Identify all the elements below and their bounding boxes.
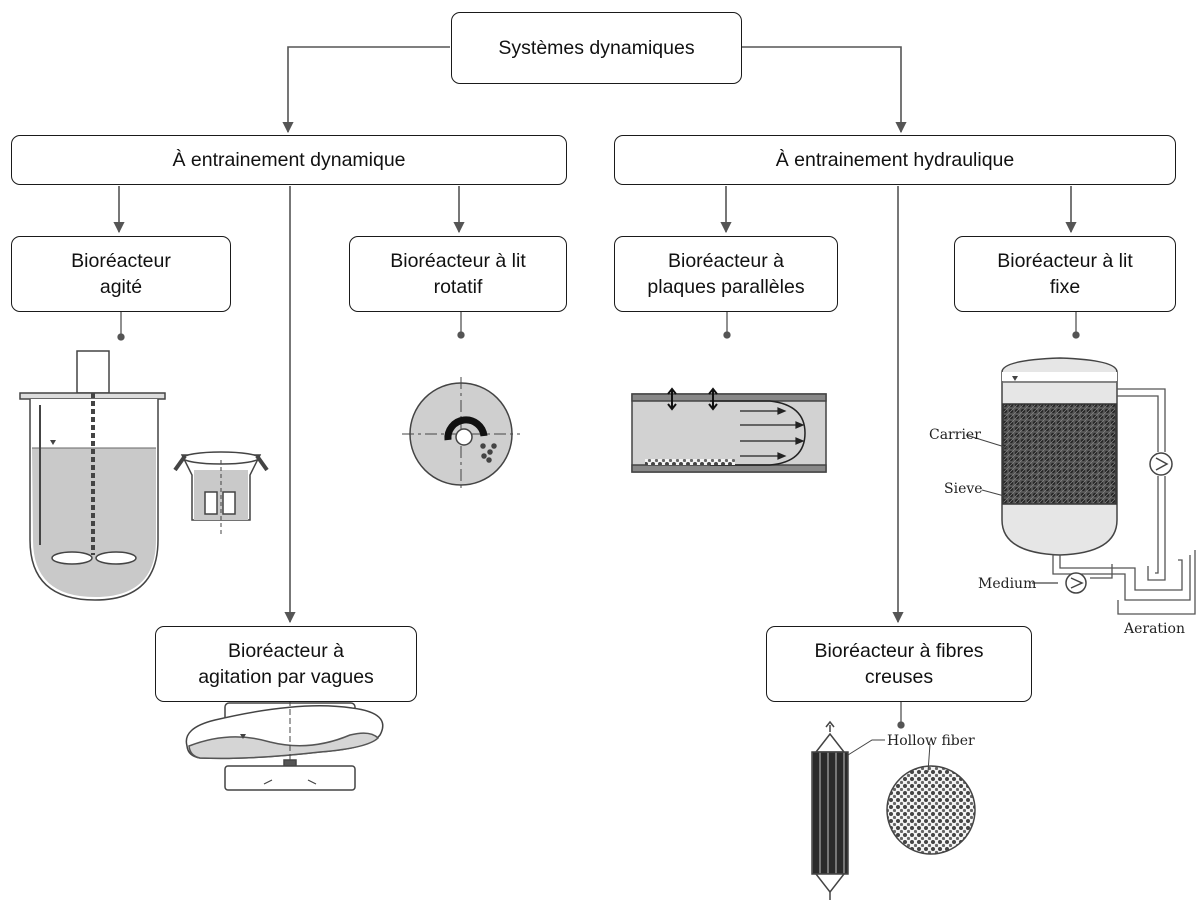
node-hollow-fiber-bioreactor: Bioréacteur à fibres creuses [766,626,1032,702]
node-fixed-bed-bioreactor: Bioréacteur à lit fixe [954,236,1176,312]
stirred-tank-illustration [19,350,269,601]
node-wave-bioreactor: Bioréacteur à agitation par vagues [155,626,417,702]
wave-bag-illustration [185,700,384,791]
root-box-dynamic-systems: Systèmes dynamiques [451,12,742,84]
rotating-bed-illustration [402,377,520,492]
aeration-label: Aeration [1123,621,1185,637]
medium-label: Medium [978,576,1036,592]
hollow-fiber-label: Hollow fiber [887,733,975,749]
node-stirred-bioreactor: Bioréacteur agité [11,236,231,312]
carrier-label: Carrier [929,427,981,443]
fixed-bed-illustration: Carrier Sieve Medium Aeration [929,357,1196,637]
dynamic-drive-connectors [113,186,465,624]
node-parallel-plates-bioreactor: Bioréacteur à plaques parallèles [614,236,838,312]
node-rotating-bed-bioreactor: Bioréacteur à lit rotatif [349,236,567,312]
hydraulic-drive-connectors [720,186,1077,624]
root-connectors [282,46,907,134]
category-dynamic-drive: À entrainement dynamique [11,135,567,185]
sieve-label: Sieve [944,481,983,497]
category-hydraulic-drive: À entrainement hydraulique [614,135,1176,185]
parallel-plate-illustration [631,387,827,473]
hollow-fiber-illustration: Hollow fiber [811,720,976,900]
